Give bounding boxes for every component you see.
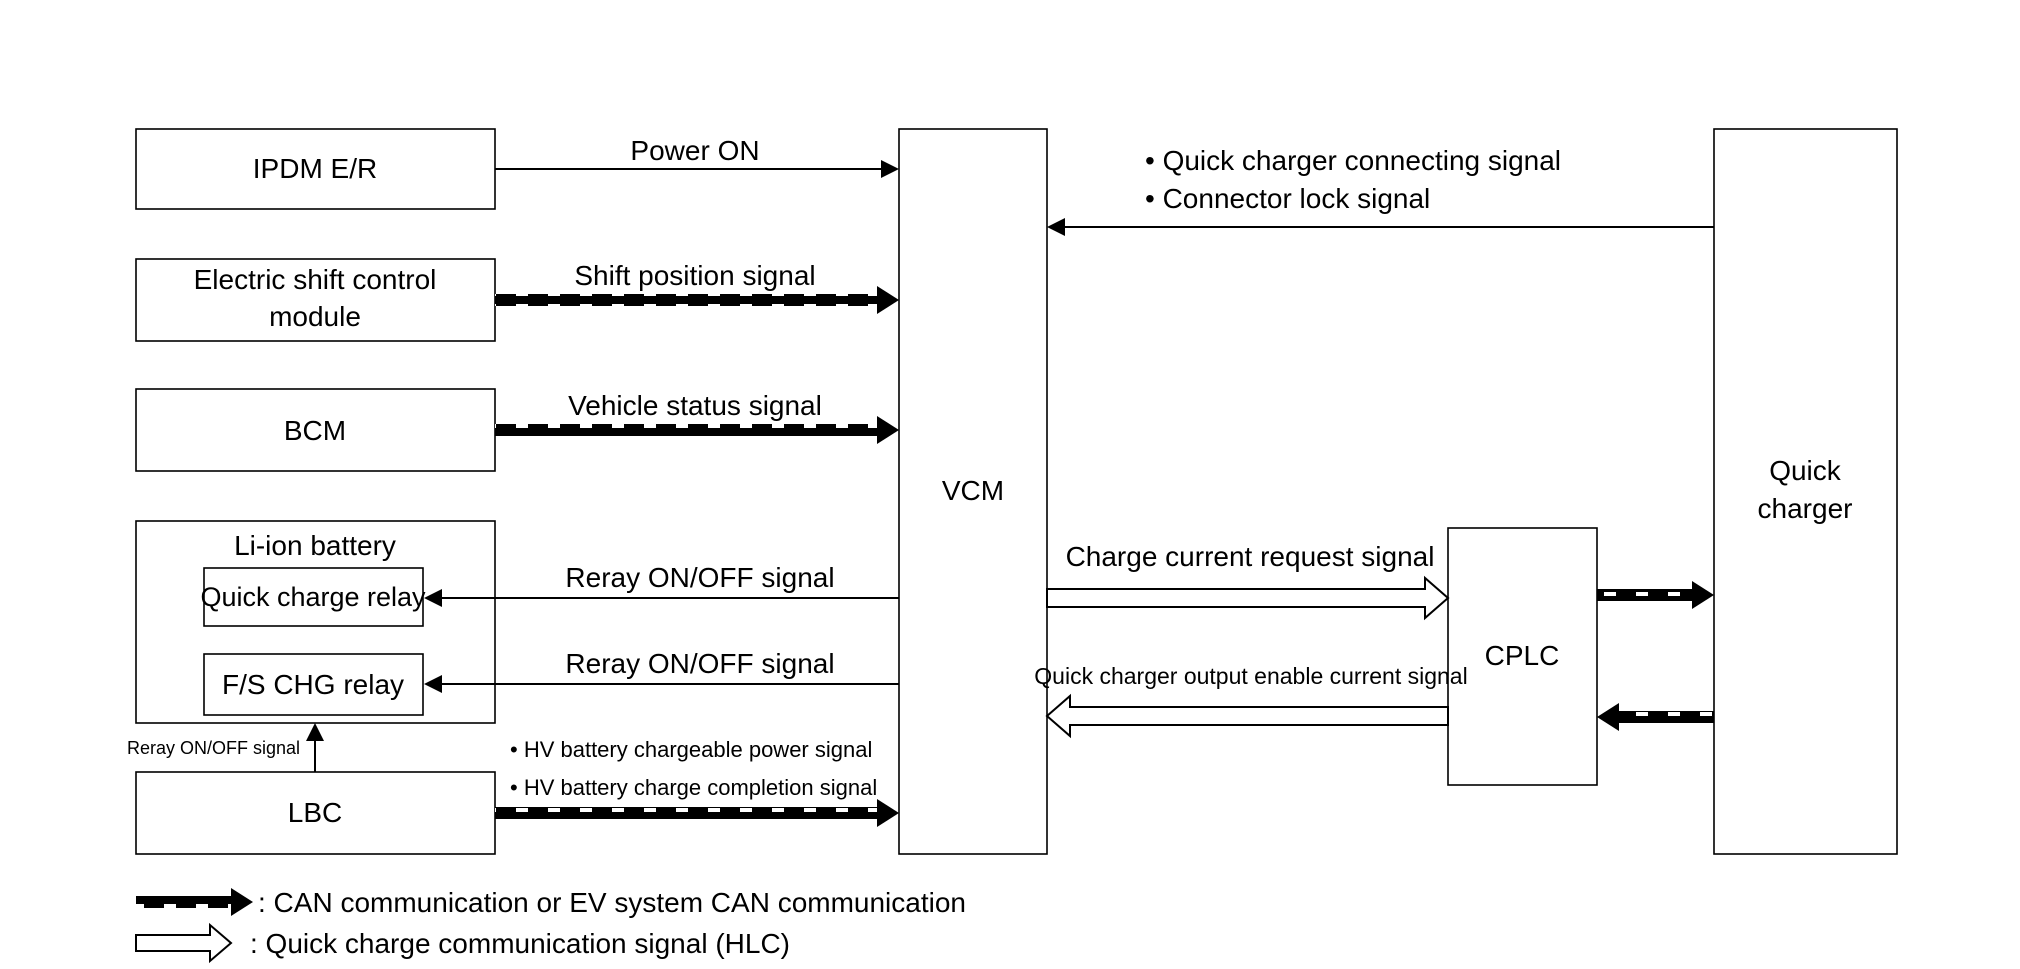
legend-hlc-label: : Quick charge communication signal (HLC… bbox=[250, 928, 790, 959]
hv-completion-label: • HV battery charge completion signal bbox=[510, 775, 877, 800]
legend-can-symbol bbox=[136, 896, 231, 908]
esc-label-line2: module bbox=[269, 301, 361, 332]
fs-chg-relay-box bbox=[203, 653, 424, 716]
quick-charger-label-line1: Quick bbox=[1769, 455, 1842, 486]
lbc-box: LBC bbox=[135, 771, 496, 855]
quick-charger-connecting-arrow bbox=[1047, 218, 1714, 236]
relay-onoff-arrow-quick-charge bbox=[424, 589, 899, 607]
legend-hlc-symbol bbox=[135, 922, 233, 964]
esc-label-line1: Electric shift control bbox=[194, 264, 437, 295]
legend-hlc: : Quick charge communication signal (HLC… bbox=[135, 922, 790, 964]
quick-charge-relay-box bbox=[203, 567, 424, 627]
fs-chg-relay-label: F/S CHG relay bbox=[222, 669, 404, 700]
ipdm-label: IPDM E/R bbox=[253, 153, 377, 184]
shift-position-label: Shift position signal bbox=[574, 260, 815, 291]
relay-onoff-arrow-fs-chg bbox=[424, 675, 899, 693]
bcm-label: BCM bbox=[284, 415, 346, 446]
lbc-can-arrow bbox=[495, 799, 899, 827]
vehicle-status-arrow bbox=[495, 416, 899, 444]
quick-charger-connecting-label: • Quick charger connecting signal bbox=[1145, 145, 1561, 176]
charge-current-request-label: Charge current request signal bbox=[1066, 541, 1435, 572]
hv-chargeable-label: • HV battery chargeable power signal bbox=[510, 737, 872, 762]
li-ion-battery-box: Li-ion battery Quick charge relay F/S CH… bbox=[135, 520, 496, 724]
electric-shift-control-box: Electric shift control module bbox=[135, 258, 496, 342]
lbc-label: LBC bbox=[288, 797, 342, 828]
cplc-box: CPLC bbox=[1447, 527, 1598, 786]
li-ion-battery-label: Li-ion battery bbox=[234, 530, 396, 561]
lbc-relay-arrow bbox=[306, 723, 324, 772]
vcm-box: VCM bbox=[898, 128, 1048, 855]
legend-can: : CAN communication or EV system CAN com… bbox=[136, 887, 966, 918]
ipdm-box: IPDM E/R bbox=[135, 128, 496, 210]
quick-charger-output-enable-arrow bbox=[1045, 693, 1449, 739]
bcm-box: BCM bbox=[135, 388, 496, 472]
cplc-label: CPLC bbox=[1485, 640, 1560, 671]
shift-position-arrow bbox=[495, 286, 899, 314]
legend-can-label: : CAN communication or EV system CAN com… bbox=[258, 887, 966, 918]
charge-current-request-arrow bbox=[1046, 575, 1450, 621]
cplc-to-quick-charger-can-arrow bbox=[1597, 581, 1714, 609]
power-on-label: Power ON bbox=[630, 135, 759, 166]
vcm-label: VCM bbox=[942, 475, 1004, 506]
quick-charger-box: Quick charger bbox=[1713, 128, 1898, 855]
vehicle-status-label: Vehicle status signal bbox=[568, 390, 822, 421]
relay-onoff-label-2: Reray ON/OFF signal bbox=[565, 648, 834, 679]
relay-onoff-label-lbc: Reray ON/OFF signal bbox=[127, 738, 300, 758]
connector-lock-label: • Connector lock signal bbox=[1145, 183, 1430, 214]
power-on-arrow bbox=[495, 160, 899, 178]
relay-onoff-label-1: Reray ON/OFF signal bbox=[565, 562, 834, 593]
quick-charger-label-line2: charger bbox=[1758, 493, 1853, 524]
quick-charge-relay-label: Quick charge relay bbox=[200, 582, 426, 612]
quick-charger-to-cplc-can-arrow bbox=[1597, 703, 1714, 731]
quick-charger-output-enable-label: Quick charger output enable current sign… bbox=[1034, 663, 1467, 689]
